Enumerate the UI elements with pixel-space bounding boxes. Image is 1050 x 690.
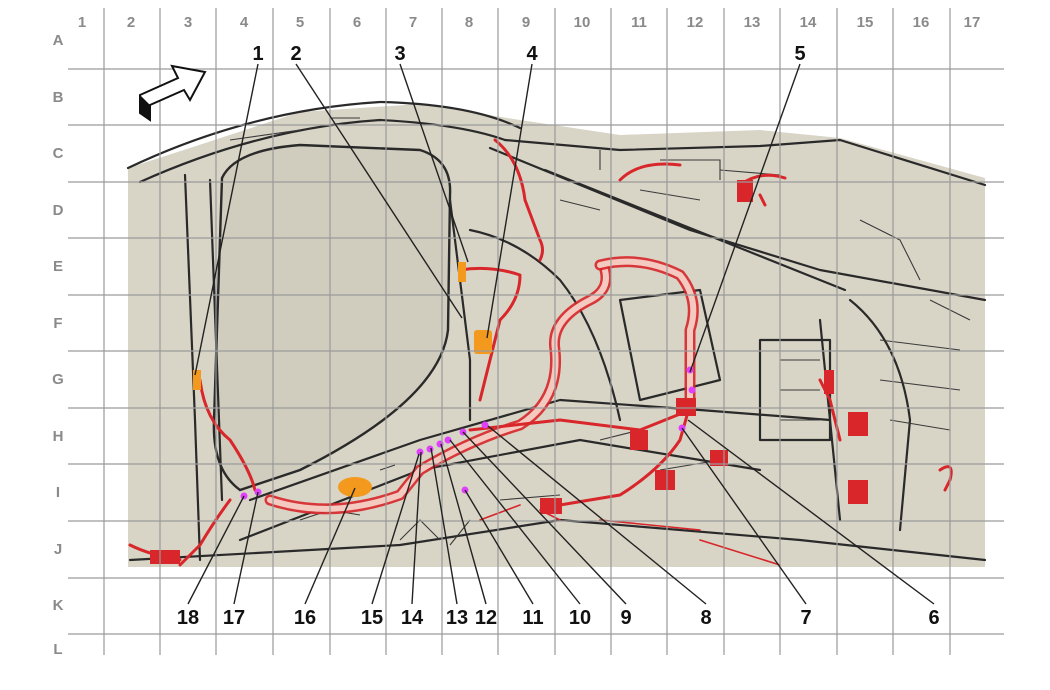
module (338, 477, 372, 497)
connector (540, 498, 562, 514)
callout-leader-12 (440, 443, 487, 605)
row-labels: A B C D E F G H I J K L (52, 32, 64, 658)
callout-leader-11 (464, 489, 534, 605)
row-label: B (53, 89, 64, 106)
column-label: 11 (631, 14, 647, 31)
row-label: I (56, 484, 60, 501)
row-label: A (53, 32, 64, 49)
callout-label-5: 5 (794, 43, 805, 65)
row-label: L (53, 641, 62, 658)
callout-label-18: 18 (177, 607, 199, 629)
wiring-harness (128, 138, 953, 567)
callout-label-8: 8 (700, 607, 711, 629)
callout-leader-16 (304, 487, 356, 605)
callout-leader-18 (187, 495, 245, 605)
callout-leader-8 (487, 425, 707, 605)
row-label: J (54, 541, 62, 558)
column-label: 8 (465, 14, 473, 31)
row-label: C (53, 145, 64, 162)
callout-label-15: 15 (361, 607, 383, 629)
callout-label-1: 1 (252, 43, 263, 65)
vehicle-body-structure (126, 100, 987, 562)
column-label: 17 (964, 14, 981, 31)
control-modules (193, 262, 492, 497)
callout-leader-10 (449, 439, 581, 605)
row-label: E (53, 258, 63, 275)
callout-leader-9 (462, 431, 627, 605)
callout-leader-14 (411, 451, 422, 605)
column-label: 3 (184, 14, 192, 31)
column-label: 9 (522, 14, 530, 31)
callout-leader-15 (371, 453, 420, 605)
callout-label-16: 16 (294, 607, 316, 629)
connector (824, 370, 834, 394)
column-label: 14 (800, 14, 817, 31)
marker (416, 448, 424, 456)
callout-label-12: 12 (475, 607, 497, 629)
marker (426, 445, 434, 453)
connector (655, 470, 675, 490)
column-label: 13 (744, 14, 761, 31)
row-label: H (53, 428, 64, 445)
callout-leader-3 (399, 63, 469, 263)
callout-label-11: 11 (522, 607, 543, 629)
row-label: F (53, 315, 62, 332)
column-label: 1 (78, 14, 86, 31)
column-label: 15 (857, 14, 874, 31)
connector (848, 480, 868, 504)
connector (630, 430, 648, 450)
callout-leader-13 (430, 447, 458, 605)
callout-leader-4 (486, 63, 533, 339)
callout-leader-1 (194, 63, 259, 376)
column-label: 6 (353, 14, 361, 31)
connector (848, 412, 868, 436)
callout-label-6: 6 (928, 607, 939, 629)
module (193, 370, 201, 390)
column-label: 12 (687, 14, 704, 31)
row-label: D (53, 202, 64, 219)
column-label: 4 (240, 14, 249, 31)
row-label: G (52, 371, 64, 388)
callout-leader-6 (687, 419, 935, 605)
callout-leader-2 (295, 63, 463, 319)
callout-label-2: 2 (290, 43, 301, 65)
callout-label-7: 7 (800, 607, 811, 629)
orientation-arrow-icon (139, 64, 207, 122)
marker (688, 386, 696, 394)
column-label: 16 (913, 14, 930, 31)
callout-label-4: 4 (526, 43, 538, 65)
marker (481, 421, 489, 429)
column-label: 5 (296, 14, 304, 31)
callout-label-17: 17 (223, 607, 245, 629)
module (458, 262, 466, 282)
connector (737, 180, 753, 202)
callout-label-14: 14 (401, 607, 424, 629)
connector (676, 398, 696, 416)
callout-leader-7 (681, 427, 807, 605)
callout-label-13: 13 (446, 607, 468, 629)
reference-grid (68, 8, 1004, 655)
column-label: 2 (127, 14, 135, 31)
marker (444, 436, 452, 444)
callout-leader-17 (233, 491, 259, 605)
row-label: K (53, 597, 64, 614)
column-label: 7 (409, 14, 417, 31)
callout-label-9: 9 (620, 607, 631, 629)
connector (150, 550, 180, 564)
callout-leader-5 (689, 63, 801, 373)
callout-label-10: 10 (569, 607, 591, 629)
column-label: 10 (574, 14, 591, 31)
callout-label-3: 3 (394, 43, 405, 65)
callout-leaders (187, 63, 935, 605)
